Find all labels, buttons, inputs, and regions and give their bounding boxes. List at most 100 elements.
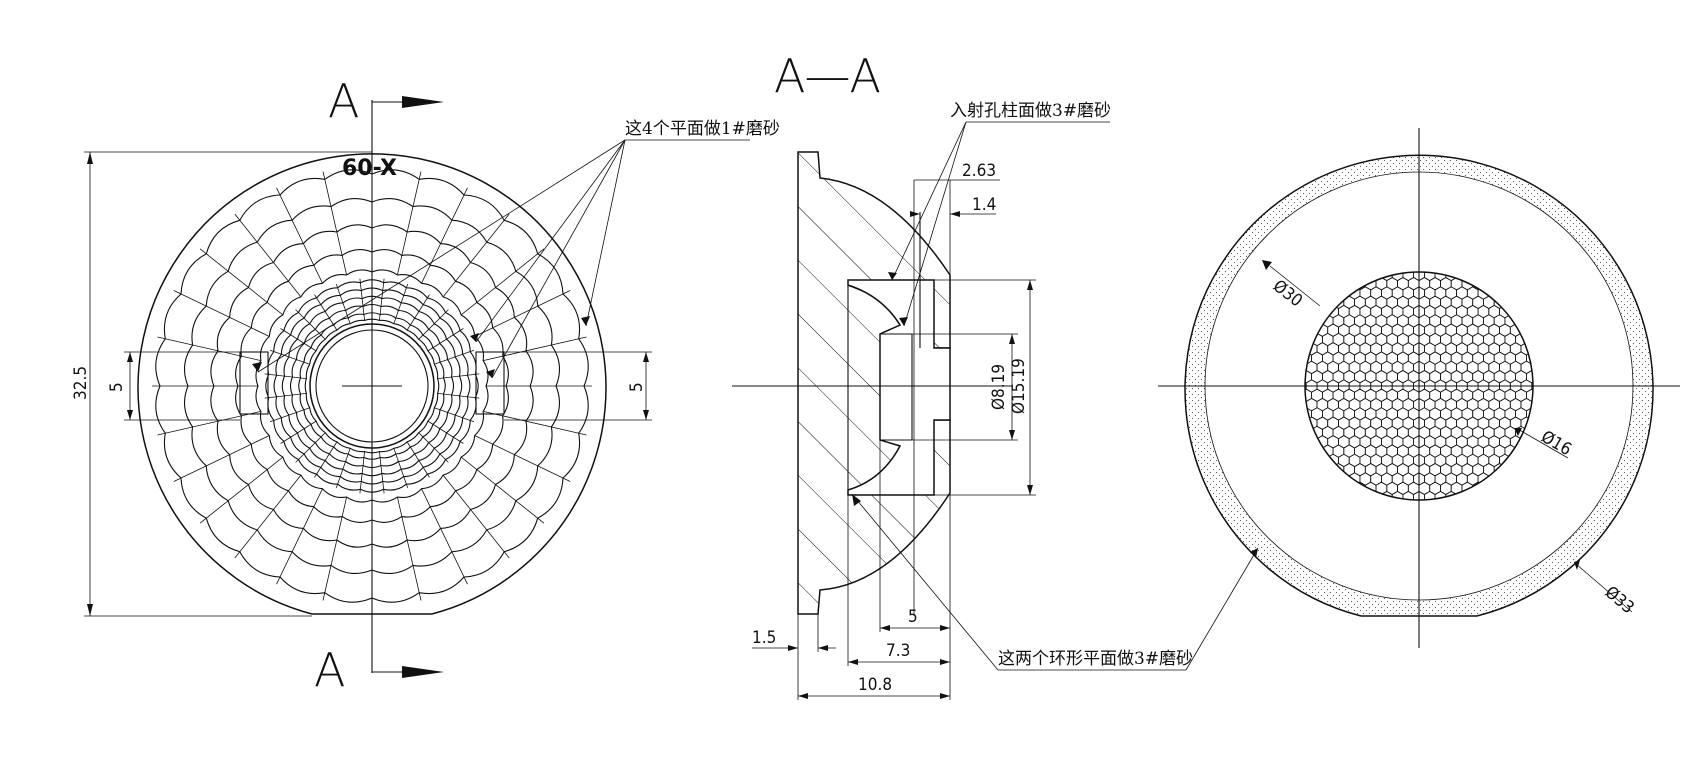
- rear-view: Ø30 Ø16 Ø33: [1158, 128, 1680, 648]
- honeycomb-cell: [1402, 490, 1414, 500]
- facet-divider: [379, 278, 385, 321]
- honeycomb-cell: [1445, 490, 1457, 500]
- honeycomb-cell: [1311, 314, 1323, 328]
- facet-divider: [434, 407, 475, 423]
- honeycomb-cell: [1419, 259, 1430, 271]
- dimension-2-63: 2.63: [913, 161, 1000, 615]
- dimension-5: 5: [879, 440, 951, 700]
- section-cut-indicator: A A: [314, 74, 444, 697]
- honeycomb-cell: [1461, 481, 1474, 495]
- facet-divider: [173, 290, 270, 337]
- section-letter-top: A: [328, 74, 359, 128]
- dim-1-5-text: 1.5: [752, 628, 776, 648]
- facet-divider: [269, 407, 310, 423]
- dim-7-3-text: 7.3: [886, 641, 910, 661]
- lens-facets: [152, 166, 592, 606]
- facet-divider: [359, 278, 365, 321]
- honeycomb-cell: [1398, 501, 1409, 513]
- facet-divider: [483, 336, 587, 361]
- facet-divider: [434, 349, 475, 365]
- facet-divider: [437, 393, 480, 399]
- facet-divider: [295, 432, 326, 463]
- dimension-d33: Ø33: [1574, 560, 1638, 618]
- facet-divider: [322, 497, 347, 601]
- honeycomb-cell: [1305, 425, 1312, 440]
- facet-divider: [460, 456, 545, 524]
- facet-divider: [295, 309, 326, 340]
- honeycomb-cell: [1424, 490, 1436, 500]
- leader-flats-note: 这4个平面做1#磨砂: [252, 119, 780, 379]
- dimension-d15-19: Ø15.19: [934, 279, 1036, 496]
- honeycomb-cell: [1305, 360, 1307, 375]
- section-letter-bottom: A: [314, 643, 345, 697]
- note-four-flats: 这4个平面做1#磨砂: [625, 119, 780, 139]
- section-title: A—A: [774, 49, 881, 103]
- dim-d8-19-text: Ø8.19: [989, 364, 1009, 410]
- facet-divider: [418, 309, 449, 340]
- facet-divider: [199, 248, 284, 316]
- facet-divider: [421, 488, 468, 585]
- dimension-1-5: 1.5: [752, 614, 836, 700]
- dim-32-5-text: 32.5: [71, 366, 91, 400]
- front-centerlines: [342, 100, 402, 673]
- facet-divider: [421, 187, 468, 284]
- note-ring-flats: 这两个环形平面做3#磨砂: [998, 649, 1193, 669]
- dimension-10-8: 10.8: [798, 675, 950, 699]
- dim-slot-right-text: 5: [627, 382, 647, 392]
- honeycomb-cell: [1305, 332, 1312, 347]
- honeycomb-cell: [1305, 435, 1318, 449]
- honeycomb-cell: [1305, 397, 1307, 412]
- facet-divider: [199, 456, 284, 524]
- honeycomb-cell: [1408, 501, 1419, 513]
- dimension-7-3: 7.3: [847, 495, 950, 666]
- facet-divider: [264, 373, 307, 379]
- section-view: A—A 2.63 1.4: [732, 49, 1259, 700]
- facet-divider: [474, 290, 571, 337]
- dim-d15-19-text: Ø15.19: [1009, 358, 1029, 414]
- facet-divider: [393, 283, 409, 324]
- rear-centerlines: [1158, 128, 1680, 648]
- honeycomb-cell: [1430, 259, 1441, 271]
- honeycomb-cell: [1316, 453, 1329, 468]
- honeycomb-cell: [1305, 323, 1318, 337]
- honeycomb-cell: [1311, 444, 1323, 458]
- facet-divider: [460, 248, 545, 316]
- facet-divider: [157, 411, 261, 436]
- honeycomb-cell: [1526, 332, 1533, 347]
- facet-divider: [269, 349, 310, 365]
- honeycomb-cell: [1408, 259, 1419, 271]
- honeycomb-cell: [1316, 304, 1329, 319]
- facet-divider: [418, 432, 449, 463]
- facet-divider: [427, 328, 464, 352]
- honeycomb-cell: [1515, 314, 1527, 328]
- facet-divider: [234, 474, 302, 559]
- dim-slot-left-text: 5: [107, 382, 127, 392]
- facet-divider: [157, 336, 261, 361]
- facet-divider: [335, 448, 351, 489]
- dimension-diameter-32-5: 32.5: [71, 151, 372, 617]
- dimension-d16: Ø16: [1514, 427, 1575, 460]
- facet-divider: [406, 441, 430, 478]
- dimension-d8-19: Ø8.19: [912, 333, 1018, 441]
- honeycomb-cell: [1531, 360, 1533, 375]
- facet-divider: [397, 497, 422, 601]
- facet-divider: [280, 328, 317, 352]
- section-inner-lines: [847, 212, 921, 495]
- honeycomb-cell: [1515, 444, 1527, 458]
- honeycomb-cell: [1520, 435, 1533, 449]
- dimension-slot-left-5: 5: [107, 351, 240, 421]
- facet-divider: [406, 294, 430, 331]
- front-view: A A 60-X 32.5 5 5: [71, 74, 780, 697]
- honeycomb-cell: [1381, 490, 1393, 500]
- dimension-d30: Ø30: [1262, 260, 1321, 311]
- facet-divider: [264, 393, 307, 399]
- facet-divider: [393, 448, 409, 489]
- dim-5-text: 5: [908, 607, 918, 627]
- facet-divider: [276, 488, 323, 585]
- honeycomb-cell: [1509, 304, 1522, 319]
- facet-divider: [314, 441, 338, 478]
- dim-1-4-text: 1.4: [972, 195, 996, 215]
- facet-divider: [442, 474, 510, 559]
- honeycomb-cell: [1364, 481, 1377, 495]
- facet-divider: [442, 213, 510, 298]
